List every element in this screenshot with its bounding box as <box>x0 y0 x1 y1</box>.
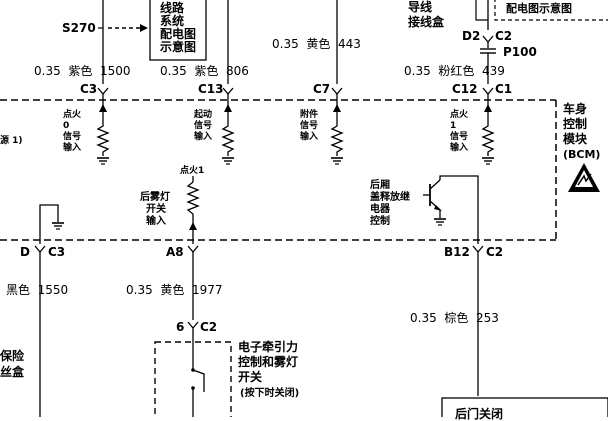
input-line: 信号 <box>450 132 469 142</box>
connector-a8: A8 <box>166 245 184 259</box>
ign1-small-label: 点火1 <box>180 166 205 176</box>
bcm-line: 模块 <box>563 132 588 146</box>
connector-c3-top: C3 <box>80 82 98 96</box>
switch-line: 电子牵引力 <box>238 340 299 354</box>
wire-circuit: 1500 <box>100 64 131 78</box>
connector-p100: P100 <box>503 45 537 59</box>
wire-gauge: 0.35 <box>404 64 431 78</box>
bcm-line: 控制 <box>563 117 588 131</box>
wire-circuit: 443 <box>338 37 361 51</box>
input-line: 点火 0 <box>63 110 82 131</box>
wire-gauge: 0.35 <box>272 37 299 51</box>
ref-line: 配电图 <box>160 27 197 41</box>
bcm-line: (BCM) <box>563 148 601 161</box>
input-line: 附件 <box>300 110 319 120</box>
input-line: 输入 <box>300 132 319 142</box>
connector-c7: C7 <box>313 82 331 96</box>
wire-circuit: 806 <box>226 64 249 78</box>
traction-fog-switch-label: 电子牵引力 控制和雾灯 开关 <box>238 340 298 385</box>
fuse-line: 丝盒 <box>0 365 25 379</box>
connector-d: D <box>20 245 30 259</box>
input-line: 输入 <box>146 216 166 227</box>
connector-b12: B12 <box>444 245 470 259</box>
connector-d2: D2 <box>462 29 481 43</box>
harness-line: 接线盒 <box>408 15 445 29</box>
connector-c1: C1 <box>495 82 513 96</box>
bcm-label: 车身 控制 模块 (BCM) <box>563 102 600 162</box>
input-line: 输入 <box>63 143 82 153</box>
wiring-ref-box-text: 线路 系统 配电图 示意图 <box>160 2 196 54</box>
fuse-block-label: 保险 丝盒 <box>0 348 24 380</box>
top-right-ref: 配电图示意图 <box>506 2 572 15</box>
switch-pin-6: 6 <box>176 320 185 334</box>
rear-fog-input-label: 后雾灯 开关 输入 <box>140 192 170 228</box>
wire-circuit: 253 <box>476 311 499 325</box>
bottom-right-cut-label: 后门关闭 <box>455 407 504 421</box>
input-line: 信号 <box>63 132 82 142</box>
connector-c3-bot: C3 <box>48 245 66 259</box>
wire-color: 紫色 <box>68 64 93 78</box>
input-line: 控制 <box>370 216 390 227</box>
connector-c12: C12 <box>452 82 478 96</box>
wire-color: 黑色 <box>6 283 31 297</box>
wire-color: 紫色 <box>194 64 219 78</box>
wire-gauge: 0.35 <box>160 64 187 78</box>
wire-1550-label: 黑色 1550 <box>6 284 68 296</box>
left-cut-label: 源 1) <box>0 136 23 146</box>
input-line: 起动 <box>194 110 213 120</box>
input-line: 输入 <box>194 132 213 142</box>
harness-line: 导线 <box>408 0 433 14</box>
input-line: 盖释放继 <box>370 192 410 203</box>
wire-253-label: 0.35 棕色 253 <box>410 312 499 324</box>
switch-line: 控制和雾灯 <box>238 355 299 369</box>
input-line: 后厢 <box>370 180 390 191</box>
wire-color: 黄色 <box>160 283 185 297</box>
input-line: 信号 <box>194 121 213 131</box>
ign0-input-label: 点火 0 信号 输入 <box>63 110 81 154</box>
connector-c2-top: C2 <box>495 29 513 43</box>
connector-c2-switch: C2 <box>200 320 218 334</box>
ref-line: 线路 <box>160 1 185 15</box>
wire-circuit: 1977 <box>192 283 223 297</box>
input-line: 信号 <box>300 121 319 131</box>
input-line: 电器 <box>370 204 390 215</box>
wire-gauge: 0.35 <box>410 311 437 325</box>
switch-line: 开关 <box>238 370 263 384</box>
wire-443-label: 0.35 黄色 443 <box>272 38 361 50</box>
connector-c13: C13 <box>198 82 224 96</box>
wire-circuit: 1550 <box>37 283 69 297</box>
bcm-line: 车身 <box>563 102 588 116</box>
acc-input-label: 附件 信号 输入 <box>300 110 318 143</box>
wire-color: 粉红色 <box>438 64 475 78</box>
ref-line: 示意图 <box>160 40 197 54</box>
wire-1500-label: 0.35 紫色 1500 <box>34 65 131 77</box>
wire-color: 黄色 <box>306 37 331 51</box>
crank-input-label: 起动 信号 输入 <box>194 110 212 143</box>
wire-gauge: 0.35 <box>34 64 61 78</box>
wire-806-label: 0.35 紫色 806 <box>160 65 249 77</box>
trunk-relay-label: 后厢 盖释放继 电器 控制 <box>370 180 410 228</box>
wire-1977-label: 0.35 黄色 1977 <box>126 284 223 296</box>
connector-s270: S270 <box>62 21 96 35</box>
input-line: 输入 <box>450 143 469 153</box>
harness-label: 导线 接线盒 <box>408 0 444 30</box>
wire-gauge: 0.35 <box>126 283 153 297</box>
ref-line: 系统 <box>160 14 185 28</box>
input-line: 后雾灯 <box>140 192 170 203</box>
wire-439-label: 0.35 粉红色 439 <box>404 65 505 77</box>
wire-circuit: 439 <box>482 64 505 78</box>
switch-note: (按下时关闭) <box>240 388 300 399</box>
wire-color: 棕色 <box>444 311 469 325</box>
fuse-line: 保险 <box>0 349 25 363</box>
connector-c2-bot: C2 <box>486 245 504 259</box>
input-line: 开关 <box>146 204 166 215</box>
